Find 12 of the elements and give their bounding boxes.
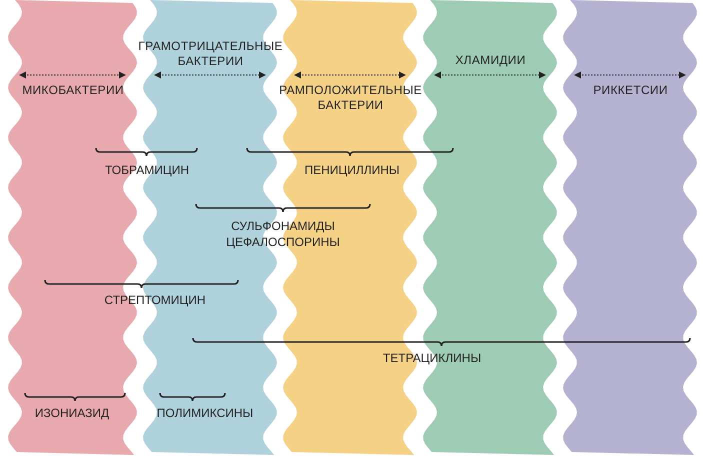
group-label: ХЛАМИДИИ [454, 53, 527, 68]
drug-label: ПЕНИЦИЛЛИНЫ [303, 163, 401, 178]
group-label: ГРАМОТРИЦАТЕЛЬНЫЕ БАКТЕРИИ [137, 39, 284, 69]
drug-label: ТОБРАМИЦИН [104, 163, 190, 178]
drug-label: ЦЕФАЛОСПОРИНЫ [225, 235, 341, 250]
column-band [563, 0, 698, 455]
group-label: МИКОБАКТЕРИИ [21, 83, 125, 98]
group-label: РИККЕТСИИ [592, 83, 669, 98]
drug-label: СУЛЬФОНАМИДЫ [230, 219, 336, 234]
drug-label: ТЕТРАЦИКЛИНЫ [382, 351, 482, 366]
drug-label: СТРЕПТОМИЦИН [103, 293, 207, 308]
drug-label: ПОЛИМИКСИНЫ [156, 406, 254, 421]
